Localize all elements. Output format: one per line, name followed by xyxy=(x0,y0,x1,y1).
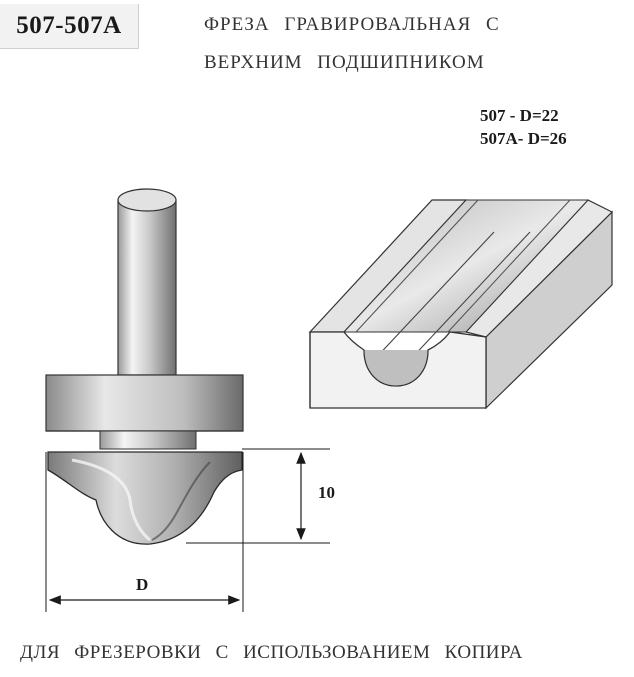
title-line-2: ВЕРХНИМ ПОДШИПНИКОМ xyxy=(204,52,485,73)
diameter-dimension: D xyxy=(45,452,244,612)
model-code-text: 507-507A xyxy=(16,12,122,39)
variant-spec-507a: 507A- D=26 xyxy=(480,129,567,148)
variant-spec-507: 507 - D=22 xyxy=(480,106,559,125)
model-code-label: 507-507A xyxy=(0,4,139,49)
profile-groove-icon xyxy=(308,199,614,410)
diameter-dimension-label: D xyxy=(136,575,148,594)
router-bit-icon xyxy=(45,188,244,545)
height-dimension-label: 10 xyxy=(318,483,335,502)
title-line-1: ФРЕЗА ГРАВИРОВАЛЬНАЯ С xyxy=(204,14,500,35)
height-dimension: 10 xyxy=(186,448,335,544)
footer-caption: ДЛЯ ФРЕЗЕРОВКИ С ИСПОЛЬЗОВАНИЕМ КОПИРА xyxy=(20,642,523,663)
